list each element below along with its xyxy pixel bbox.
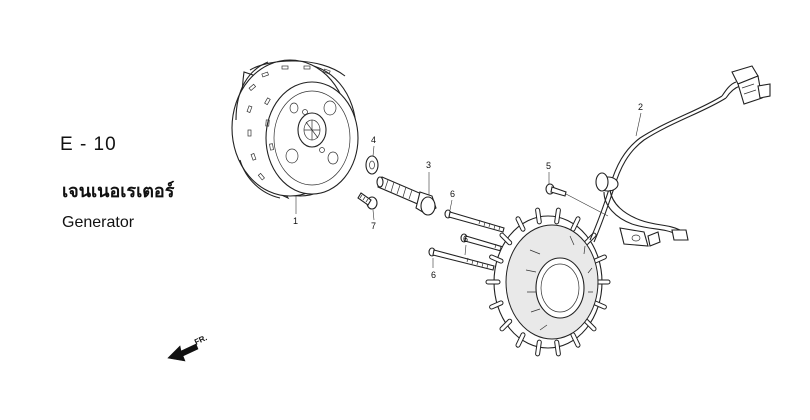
wiring-harness-illustration[interactable] [589, 65, 771, 247]
callout-part-6: 6 [463, 234, 468, 244]
flywheel-bolt-illustration[interactable] [376, 176, 437, 216]
callout-part-6: 6 [431, 270, 436, 280]
stator-tooth-highlight [571, 217, 580, 231]
leader-lines [295, 112, 642, 268]
stator-tooth-highlight [516, 217, 525, 231]
page-title-english: Generator [62, 214, 135, 231]
stator-tooth-highlight [555, 208, 560, 224]
front-direction-label: FR. [193, 333, 208, 347]
stator-tooth-highlight [555, 340, 560, 356]
stator-tooth-highlight [584, 319, 596, 331]
page-code: E - 10 [60, 134, 117, 155]
callout-part-4: 4 [371, 135, 376, 145]
stator-bolt-illustration[interactable] [444, 209, 505, 233]
stator-tooth-highlight [593, 255, 606, 263]
callout-part-7: 7 [371, 221, 376, 231]
stator-tooth-highlight [593, 301, 606, 309]
stator-tooth-highlight [500, 233, 512, 245]
stator-bolt-illustration[interactable] [428, 247, 495, 271]
callout-numbers: 1 2 3 4 5 6 6 6 7 [293, 102, 643, 280]
callout-part-1: 1 [293, 216, 298, 226]
stator-tooth-highlight [490, 255, 503, 263]
stator-tooth-highlight [536, 340, 541, 356]
stator-tooth-highlight [516, 333, 525, 347]
flywheel-illustration[interactable] [231, 59, 359, 200]
callout-part-3: 3 [426, 160, 431, 170]
stator-coil-illustration[interactable] [485, 207, 611, 357]
pickup-screw-illustration[interactable] [545, 183, 567, 197]
callout-part-2: 2 [638, 102, 643, 112]
stator-tooth-highlight [571, 333, 580, 347]
front-direction-arrow-icon: FR. [167, 333, 209, 362]
stator-tooth-highlight [536, 208, 541, 224]
callout-part-5: 5 [546, 161, 551, 171]
stator-tooth-highlight [490, 301, 503, 309]
stator-tooth-highlight [500, 319, 512, 331]
page-title-thai: เจนเนอเรเตอร์ [62, 181, 175, 201]
washer-illustration[interactable] [365, 155, 379, 175]
callout-part-6: 6 [450, 189, 455, 199]
small-screw-illustration[interactable] [357, 192, 378, 210]
